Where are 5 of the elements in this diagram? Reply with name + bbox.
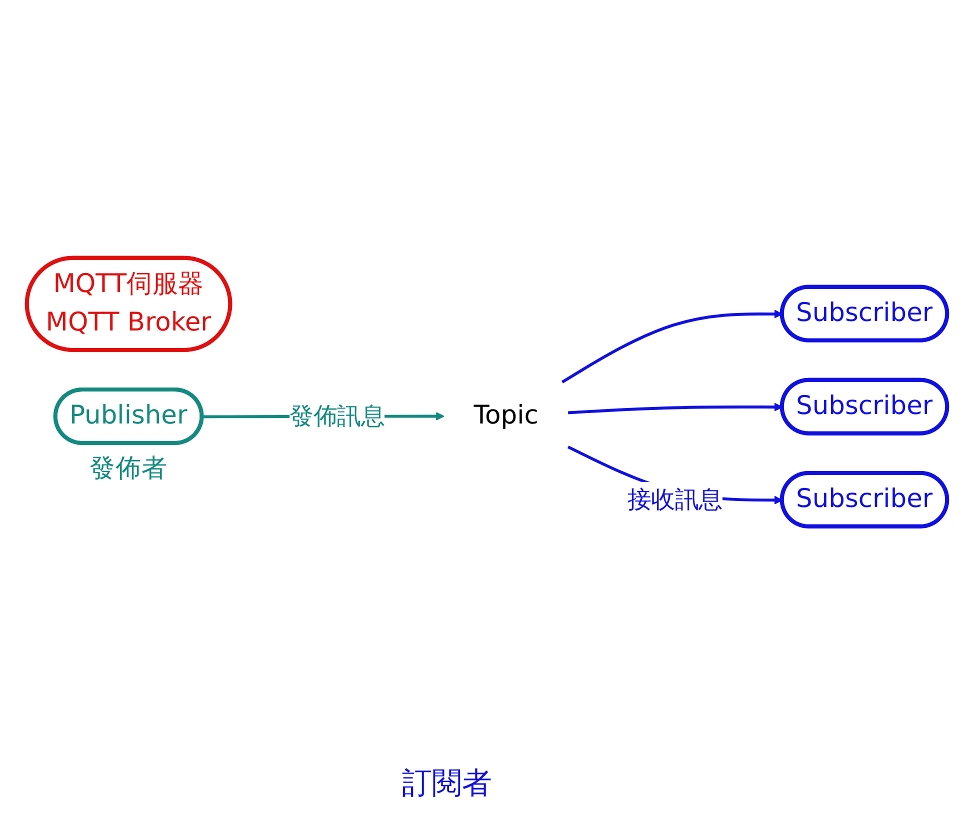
caption-text: 訂閱者 <box>402 764 492 802</box>
edge-label: 發佈訊息 <box>290 402 385 430</box>
edge-label: 接收訊息 <box>627 486 722 514</box>
node-caption: 發佈者 <box>90 454 168 484</box>
node-text: Topic <box>474 401 538 431</box>
